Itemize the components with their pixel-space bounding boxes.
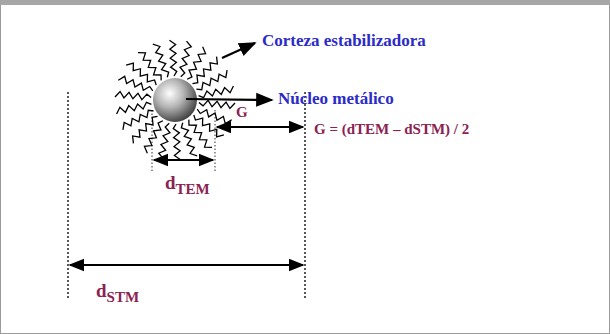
ligand-chain (138, 53, 161, 81)
ligand-chain (117, 102, 152, 114)
ligand-chain (199, 100, 235, 108)
top-bar (0, 0, 610, 5)
shell-label: Corteza estabilizadora (262, 31, 426, 51)
formula: G = (dTEM – dSTM) / 2 (314, 120, 469, 138)
dimension-guides (68, 92, 305, 300)
ligand-chain (126, 63, 156, 85)
ligand-chain (123, 110, 154, 130)
ligand-chain (115, 91, 151, 99)
ligand-chain (194, 115, 224, 137)
ligand-chain (144, 121, 162, 154)
pointer-arrows (186, 43, 272, 100)
gap-label: G (236, 103, 248, 121)
ligand-chain (173, 124, 180, 160)
ligand-chain (196, 70, 227, 90)
dimension-arrows (70, 127, 303, 265)
ligand-chain (169, 40, 176, 76)
ligand-chain (153, 44, 169, 77)
ligand-chain (199, 86, 234, 98)
ligand-chain (181, 123, 197, 156)
dimension-label: dTEM (165, 172, 210, 198)
core-label: Núcleo metálico (278, 89, 394, 109)
ligand-chain (187, 47, 205, 80)
core-guides (152, 110, 215, 172)
ligand-chain (189, 120, 212, 148)
dimension-label: dSTM (96, 280, 139, 306)
